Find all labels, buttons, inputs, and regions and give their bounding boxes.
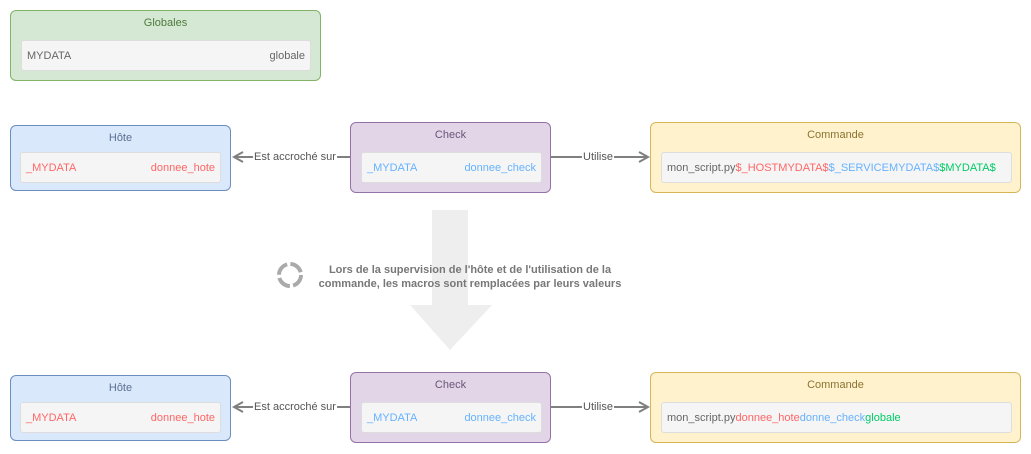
macro-key: _MYDATA xyxy=(26,161,77,174)
host-title: Hôte xyxy=(108,382,133,394)
transition-arrow xyxy=(410,210,492,350)
note-text: Lors de la supervision de l'hôte et de l… xyxy=(300,263,640,291)
check-box-resolved: Check _MYDATA donnee_check xyxy=(350,372,551,443)
host-macro: _MYDATA donnee_hote xyxy=(20,152,221,183)
command-box-resolved: Commande mon_script.py donnee_hote donne… xyxy=(650,372,1021,443)
arg-global: globale xyxy=(865,411,901,424)
arg-global: $MYDATA$ xyxy=(939,161,996,174)
note-line: commande, les macros sont remplacées par… xyxy=(318,278,622,290)
edge-label-uses: Utilise xyxy=(582,151,614,163)
arg-service: donne_check xyxy=(799,411,866,424)
arg-service: $_SERVICEMYDATA$ xyxy=(828,161,940,174)
macro-value: donnee_hote xyxy=(150,161,215,174)
command-box: Commande mon_script.py $_HOSTMYDATA$ $_S… xyxy=(650,122,1021,193)
edge-label-uses: Utilise xyxy=(582,401,614,413)
globales-box: Globales MYDATA globale xyxy=(10,10,321,81)
command-line: mon_script.py donnee_hote donne_check gl… xyxy=(661,402,1012,433)
globales-title: Globales xyxy=(143,17,188,29)
script-name: mon_script.py xyxy=(667,411,736,424)
check-macro: _MYDATA donnee_check xyxy=(361,402,542,433)
arg-host: donnee_hote xyxy=(735,411,800,424)
macro-value: globale xyxy=(269,49,305,62)
macro-key: _MYDATA xyxy=(26,411,77,424)
script-name: mon_script.py xyxy=(667,161,736,174)
check-macro: _MYDATA donnee_check xyxy=(361,152,542,183)
macro-value: donnee_hote xyxy=(150,411,215,424)
macro-key: MYDATA xyxy=(27,49,72,62)
host-box: Hôte _MYDATA donnee_hote xyxy=(10,125,231,191)
command-line: mon_script.py $_HOSTMYDATA$ $_SERVICEMYD… xyxy=(661,152,1012,183)
refresh-icon xyxy=(277,262,303,288)
macro-key: _MYDATA xyxy=(367,411,418,424)
check-title: Check xyxy=(434,129,467,141)
macro-value: donnee_check xyxy=(464,411,536,424)
host-box-resolved: Hôte _MYDATA donnee_hote xyxy=(10,375,231,441)
note-line: Lors de la supervision de l'hôte et de l… xyxy=(328,264,612,276)
host-title: Hôte xyxy=(108,132,133,144)
macro-value: donnee_check xyxy=(464,161,536,174)
check-box: Check _MYDATA donnee_check xyxy=(350,122,551,193)
command-title: Commande xyxy=(807,129,864,141)
globales-macro: MYDATA globale xyxy=(21,40,311,71)
host-macro: _MYDATA donnee_hote xyxy=(20,402,221,433)
arg-host: $_HOSTMYDATA$ xyxy=(735,161,829,174)
edge-label-attached: Est accroché sur xyxy=(253,151,337,163)
command-title: Commande xyxy=(807,379,864,391)
check-title: Check xyxy=(434,379,467,391)
edge-label-attached: Est accroché sur xyxy=(253,401,337,413)
macro-key: _MYDATA xyxy=(367,161,418,174)
